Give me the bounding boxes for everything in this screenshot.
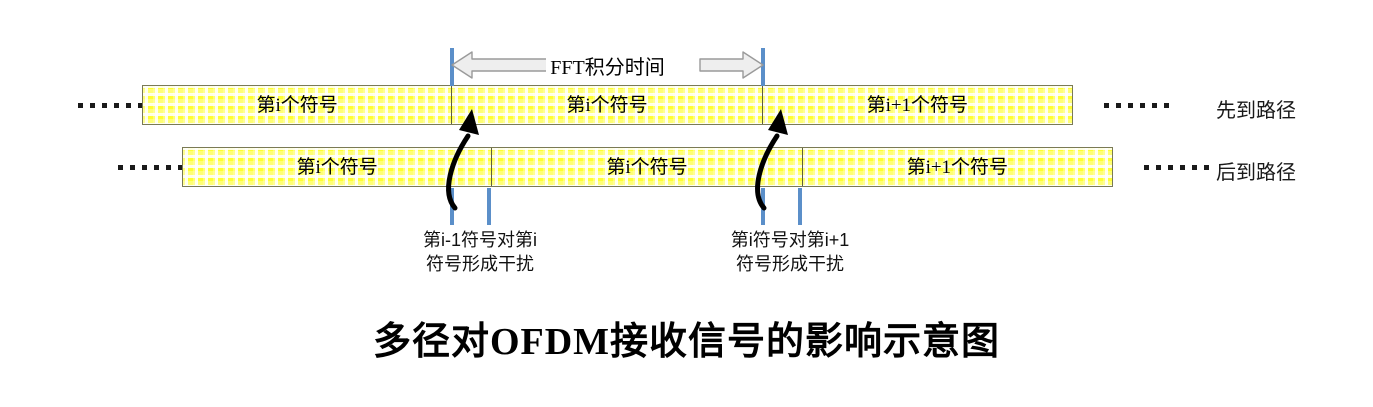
bar-segment-early-1[interactable]: 第i个符号 — [143, 86, 453, 124]
fft-label: FFT积分时间 — [546, 50, 669, 80]
bar-segment-label: 第i个符号 — [566, 94, 648, 116]
annotation-right-line1: 第i符号对第i+1 — [730, 230, 850, 250]
bar-segment-label: 第i个符号 — [296, 156, 378, 178]
bar-segment-early-3[interactable]: 第i+1个符号 — [763, 86, 1072, 124]
annotation-left-line1: 第i-1符号对第i — [422, 230, 537, 250]
annotation-right-line2: 符号形成干扰 — [736, 254, 844, 275]
fft-integration-span: FFT积分时间 — [452, 48, 763, 82]
tick-line-late-boundary-lower — [487, 188, 491, 225]
bar-segment-late-3[interactable]: 第i+1个符号 — [803, 148, 1112, 186]
right-ellipsis-early — [1104, 103, 1169, 108]
tick-line-fft-end-top — [761, 48, 765, 86]
left-ellipsis-early — [78, 103, 143, 108]
path-label-late: 后到路径 — [1216, 162, 1296, 184]
annotation-left: 第i-1符号对第i 符号形成干扰 — [380, 228, 580, 277]
bar-segment-late-2[interactable]: 第i个符号 — [492, 148, 803, 186]
tick-line-late-boundary2-lower — [798, 188, 802, 225]
page-title: 多径对OFDM接收信号的影响示意图 — [372, 321, 1001, 363]
symbol-bar-late-path: 第i个符号 第i个符号 第i+1个符号 — [182, 147, 1113, 187]
annotation-left-line2: 符号形成干扰 — [426, 254, 534, 275]
path-label-early: 先到路径 — [1216, 100, 1296, 122]
symbol-bar-early-path: 第i个符号 第i个符号 第i+1个符号 — [142, 85, 1073, 125]
bar-segment-label: 第i个符号 — [256, 94, 338, 116]
bar-segment-label: 第i个符号 — [606, 156, 688, 178]
bar-segment-late-1[interactable]: 第i个符号 — [183, 148, 493, 186]
bar-segment-label: 第i+1个符号 — [866, 94, 969, 116]
tick-line-early-boundary-lower — [450, 188, 454, 225]
bar-segment-label: 第i+1个符号 — [906, 156, 1009, 178]
right-ellipsis-late — [1144, 165, 1209, 170]
annotation-right: 第i符号对第i+1 符号形成干扰 — [690, 228, 890, 277]
tick-line-early-boundary2-lower — [761, 188, 765, 225]
left-ellipsis-late — [118, 165, 183, 170]
tick-line-fft-start-top — [450, 48, 454, 86]
bar-segment-early-2[interactable]: 第i个符号 — [452, 86, 763, 124]
